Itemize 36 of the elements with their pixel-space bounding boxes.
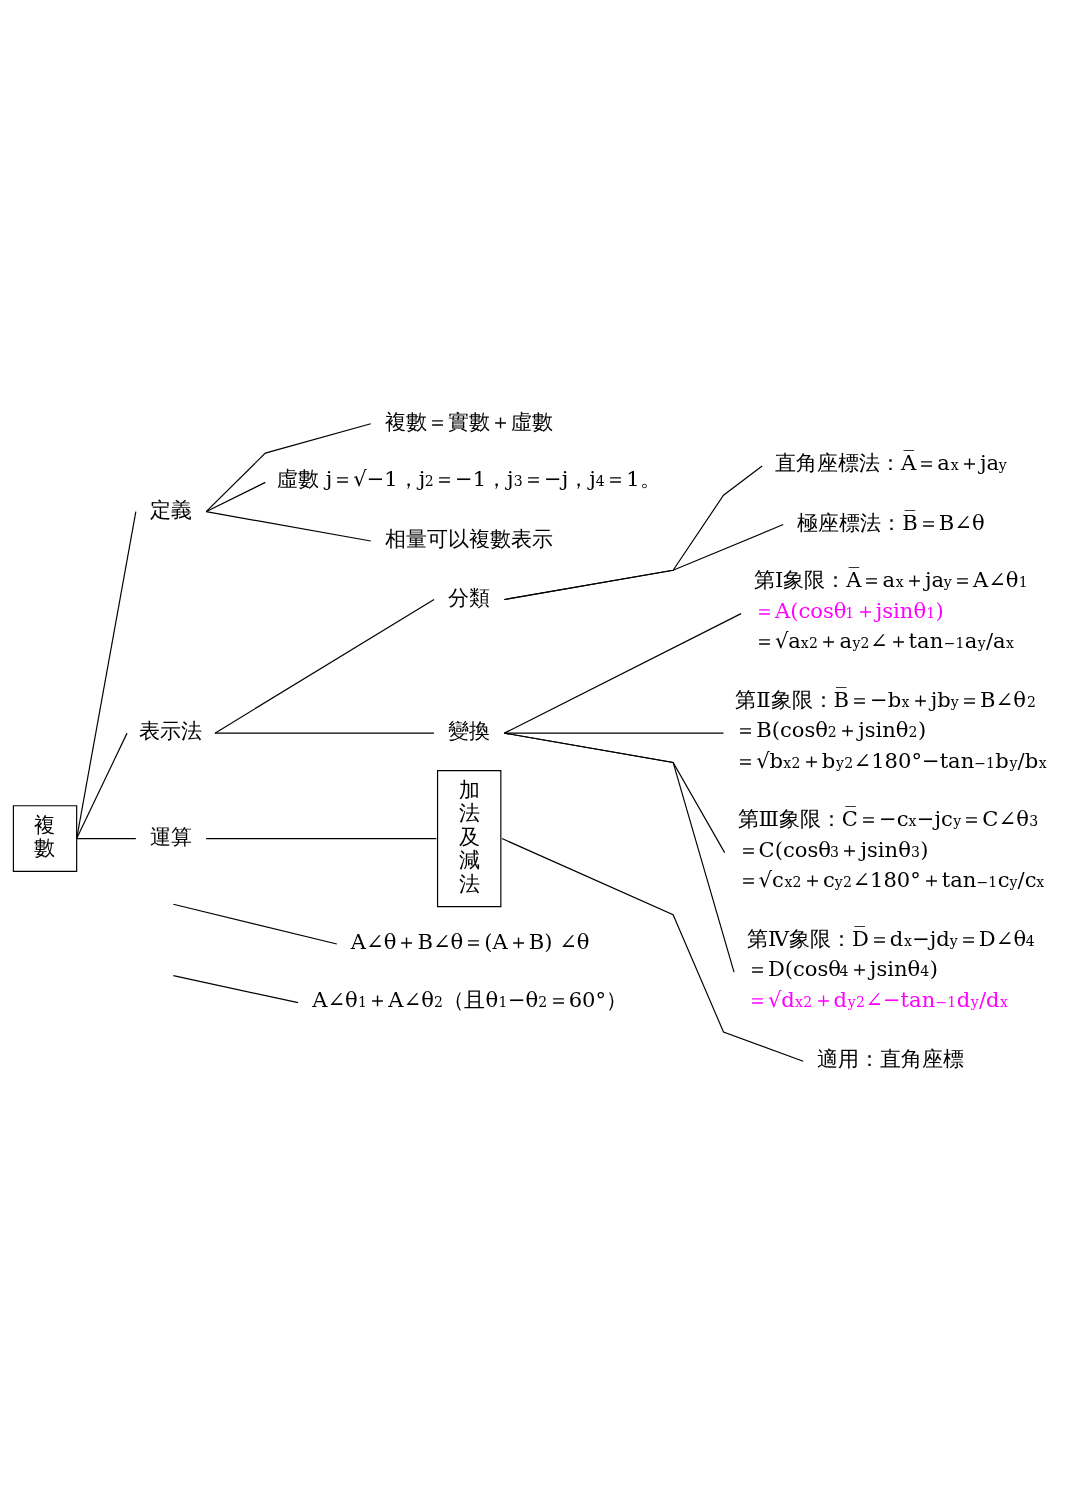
node-text: 相量可以複數表示 <box>384 526 553 552</box>
connector <box>172 903 338 945</box>
node-text: 定義 <box>149 496 192 522</box>
connector <box>214 732 435 734</box>
node-box: 複數 <box>12 805 78 872</box>
node-text: 極座標法：B̅＝B∠θ <box>797 509 985 535</box>
node-box: 加法及減法 <box>437 770 502 908</box>
node-text: 第Ⅳ象限：D̅＝dx−jdy＝D∠θ4 ＝D(cosθ4＋jsinθ4) ＝√dx2＋dy2∠−tan−1dy/dx <box>746 925 1035 1012</box>
connector <box>205 481 266 513</box>
connector <box>172 975 299 1004</box>
connector <box>76 511 137 840</box>
node-text: 表示法 <box>139 718 203 744</box>
node-text: 第Ⅱ象限：B̅＝−bx＋jby＝B∠θ2 ＝B(cosθ2＋jsinθ2) ＝√bx2＋by2∠180°−tan−1by/bx <box>735 686 1047 773</box>
node-text: 第Ⅰ象限：A̅＝ax＋jay＝A∠θ1 ＝A(cosθ1＋jsinθ1) ＝√ax2＋ay2∠＋tan−1ay/ax <box>753 567 1028 654</box>
connector <box>214 598 435 734</box>
node-text: 直角座標法：A̅＝ax＋jay <box>775 449 1007 475</box>
connector <box>76 838 137 840</box>
node-text: 分類 <box>448 584 491 610</box>
connector <box>205 423 372 513</box>
connector <box>503 732 725 734</box>
connector <box>501 838 804 1062</box>
node-text: 運算 <box>149 823 192 849</box>
connector <box>205 511 372 542</box>
connector <box>76 732 128 840</box>
node-text: 第Ⅲ象限：C̅＝−cx−jcy＝C∠θ3 ＝C(cosθ3＋jsinθ3) ＝√cx2＋cy2∠180°＋tan−1cy/cx <box>737 806 1045 893</box>
node-text: 複數＝實數＋虛數 <box>384 408 553 434</box>
node-text: A∠θ＋B∠θ＝(A＋B) ∠θ <box>350 929 590 955</box>
connector <box>503 732 735 973</box>
node-text: 虛數 j＝√−1，j2＝−1，j3＝−j，j4＝1。 <box>277 466 661 492</box>
connector <box>503 732 726 854</box>
connector <box>205 838 437 840</box>
node-text: 變換 <box>448 718 491 744</box>
connector <box>503 523 784 601</box>
node-text: A∠θ1＋A∠θ2（且θ1−θ2＝60°） <box>312 986 628 1012</box>
node-text: 適用：直角座標 <box>817 1046 965 1072</box>
connector <box>503 613 742 734</box>
